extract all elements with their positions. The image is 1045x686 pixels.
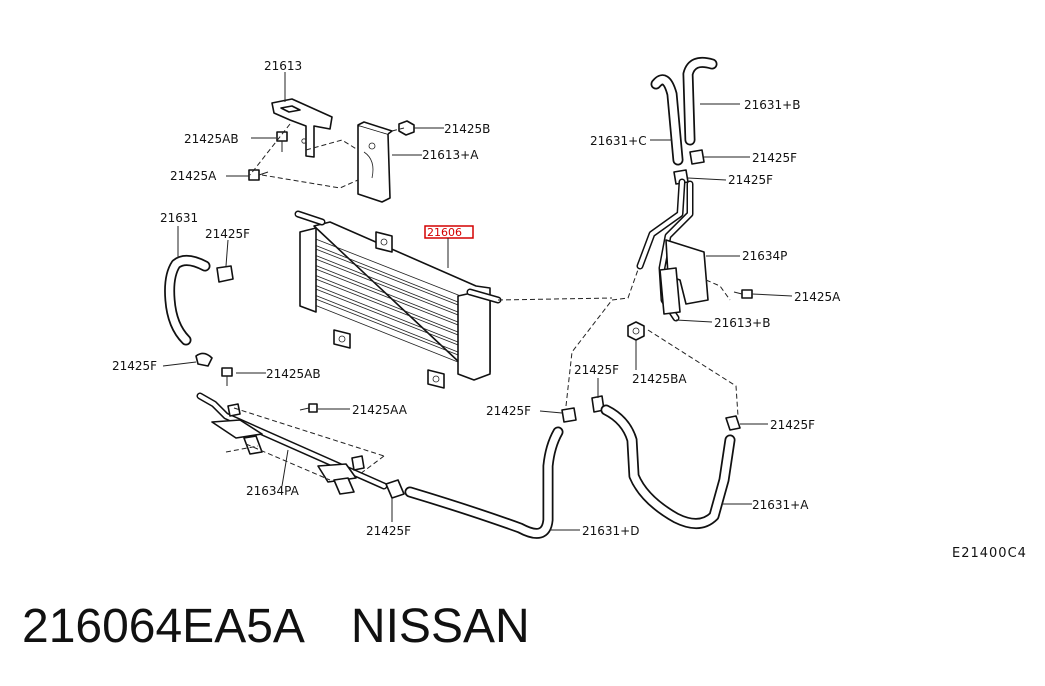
bolt-21425a-top — [248, 169, 269, 181]
callout-21631-d: 21631+D — [582, 524, 639, 538]
callout-21425f-right-1: 21425F — [752, 151, 797, 165]
callout-21425a-right: 21425A — [794, 290, 841, 304]
callout-21425ba: 21425BA — [632, 372, 687, 386]
callout-21634p: 21634P — [742, 249, 787, 263]
highlight-box — [424, 225, 474, 239]
bracket-21613-a — [357, 121, 393, 203]
callout-21606: 21606 — [427, 226, 462, 239]
callout-21613-b: 21613+B — [714, 316, 770, 330]
clamp-21425f-bottom — [385, 479, 405, 499]
clamp-21425f-center-left — [561, 407, 577, 423]
nut-21425b — [398, 120, 415, 136]
bolt-21425ab-mid — [221, 367, 233, 386]
clamp-21425f-right-1 — [689, 149, 705, 165]
oil-cooler-21606 — [294, 210, 502, 389]
bolt-21425aa — [299, 403, 318, 413]
bracket-21613 — [271, 98, 333, 158]
callout-21425f-left-mid: 21425F — [112, 359, 157, 373]
diagram-code: E21400C4 — [952, 546, 1027, 561]
bolt-21425a-right — [733, 289, 753, 299]
tube-21634p — [636, 178, 709, 322]
hose-21631-b — [682, 56, 718, 146]
callout-21425f-left-top: 21425F — [205, 227, 250, 241]
hose-21631 — [164, 255, 211, 346]
callout-21425aa: 21425AA — [352, 403, 408, 417]
callout-21425f-center: 21425F — [574, 363, 619, 377]
brand-name: NISSAN — [350, 600, 530, 653]
callout-21613: 21613 — [264, 59, 302, 73]
callout-21425f-far-right: 21425F — [770, 418, 815, 432]
callout-21634pa: 21634PA — [246, 484, 300, 498]
nut-21425ba — [627, 321, 645, 341]
clamp-21425f-far-right — [725, 415, 741, 431]
callout-21613-a: 21613+A — [422, 148, 479, 162]
tube-21634pa — [196, 392, 388, 495]
bolt-21425ab-top — [276, 131, 288, 152]
callout-21425b: 21425B — [444, 122, 490, 136]
callout-21425ab-mid: 21425AB — [266, 367, 321, 381]
callout-21631-c: 21631+C — [590, 134, 647, 148]
callout-21425a-top: 21425A — [170, 169, 217, 183]
callout-21631-b: 21631+B — [744, 98, 800, 112]
callout-21425f-center-left: 21425F — [486, 404, 531, 418]
clamp-21425f-left-top — [216, 265, 234, 283]
part-caption: 216064EA5A NISSAN — [22, 596, 530, 658]
clamp-21425f-left-mid — [195, 352, 213, 367]
hose-21631-c — [650, 74, 684, 166]
hose-21631-a — [600, 404, 736, 529]
callout-21425ab-top: 21425AB — [184, 132, 239, 146]
hose-21631-d — [404, 426, 564, 539]
part-number: 216064EA5A — [22, 600, 305, 653]
callout-21631-a: 21631+A — [752, 498, 809, 512]
callout-21425f-bottom: 21425F — [366, 524, 411, 538]
callout-21425f-right-2: 21425F — [728, 173, 773, 187]
callout-21631: 21631 — [160, 211, 198, 225]
